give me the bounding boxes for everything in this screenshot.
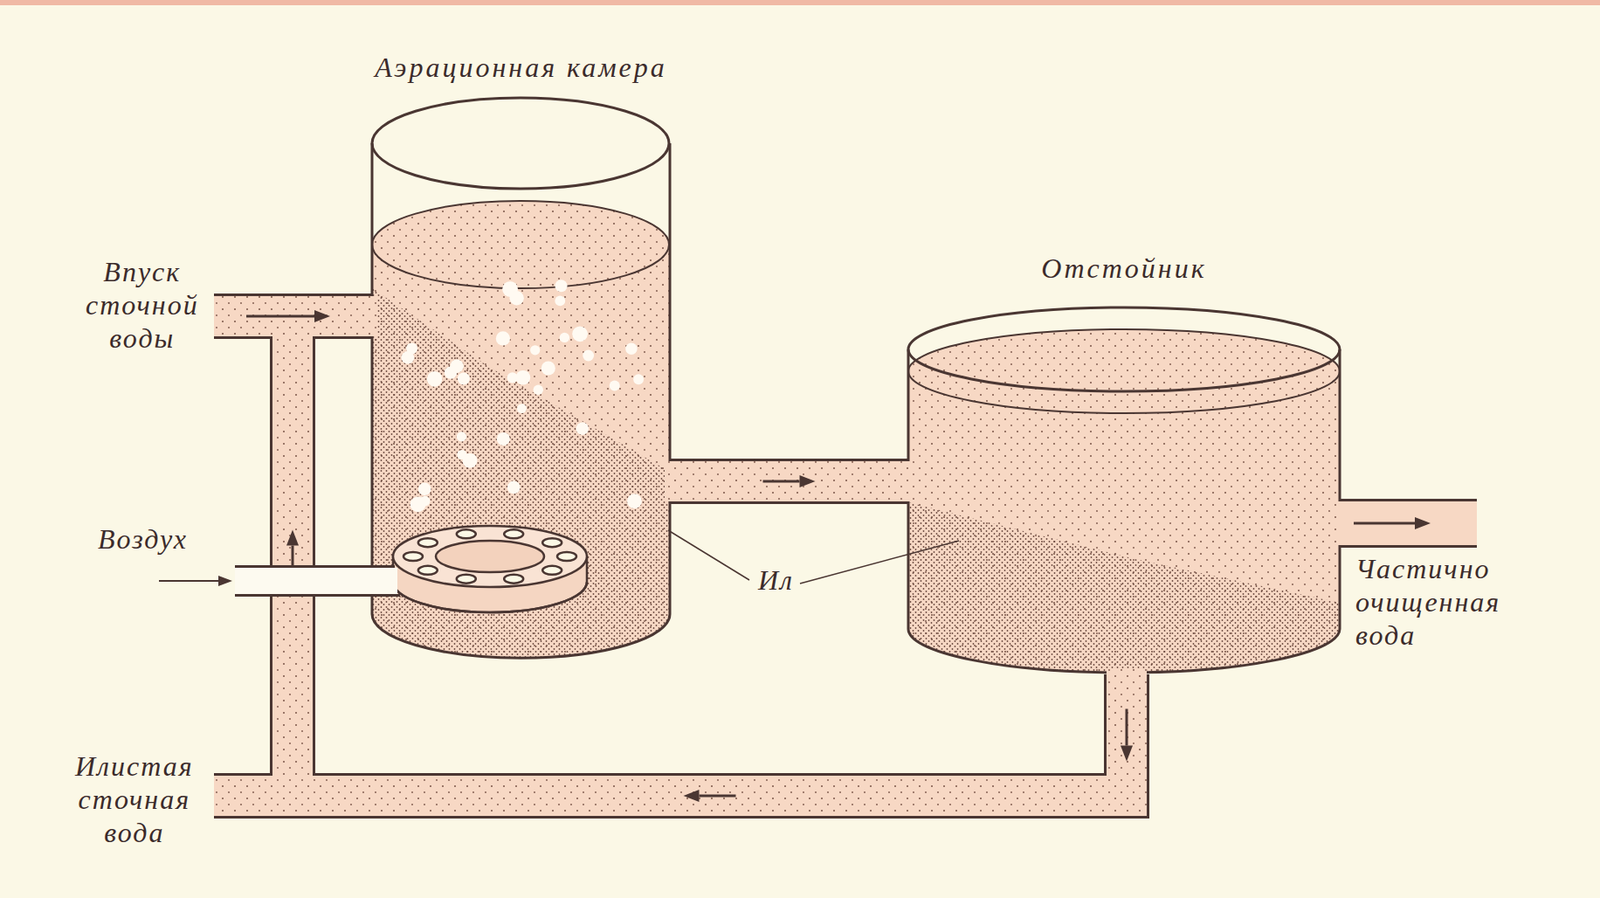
air-bubble bbox=[401, 351, 415, 365]
tank-wall bbox=[1338, 349, 1342, 629]
air-bubble bbox=[633, 373, 644, 385]
air-bubble bbox=[509, 290, 524, 305]
air-bubble bbox=[420, 496, 431, 507]
inlet-pipe bbox=[213, 295, 376, 338]
tank-rim bbox=[908, 307, 1340, 392]
air-bubble bbox=[572, 326, 588, 343]
aeration-tank bbox=[372, 97, 670, 682]
arrow-head bbox=[1120, 745, 1133, 762]
sludge-outlet-pipe bbox=[213, 774, 297, 818]
part-label: Частично очищенная вода bbox=[1355, 551, 1501, 652]
air-bubble bbox=[559, 332, 570, 343]
diffuser bbox=[393, 525, 587, 613]
air-bubble bbox=[427, 371, 443, 387]
air-bubbles bbox=[401, 279, 644, 512]
air-bubble bbox=[554, 296, 566, 307]
tank-heading: Аэрационная камера bbox=[374, 50, 668, 84]
air-bubble bbox=[517, 403, 527, 414]
air-bubble bbox=[507, 372, 518, 383]
part-label: Ил bbox=[758, 563, 794, 597]
sludge bbox=[372, 288, 670, 682]
flow-arrow bbox=[763, 480, 800, 483]
diffuser-hole bbox=[456, 574, 476, 584]
air-bubble bbox=[533, 385, 544, 395]
tank: Аэрационная камера bbox=[372, 97, 670, 660]
pipe-content bbox=[664, 461, 914, 502]
tank: Отстойник bbox=[908, 307, 1340, 675]
diffuser-hole bbox=[557, 551, 577, 561]
air-bubble bbox=[507, 481, 521, 495]
air-bubble bbox=[418, 482, 432, 497]
diffuser-hole bbox=[503, 529, 524, 538]
part-label: Воздух bbox=[97, 522, 188, 556]
tank-bottom bbox=[908, 628, 1340, 673]
air-bubble bbox=[555, 279, 568, 292]
air-bubble bbox=[582, 350, 594, 362]
diffuser-hole bbox=[542, 537, 562, 547]
flow-arrow bbox=[699, 794, 737, 798]
air-bubble bbox=[496, 331, 511, 345]
arrow-head bbox=[800, 475, 816, 488]
tank-heading: Отстойник bbox=[1041, 251, 1207, 285]
tank-bottom bbox=[372, 613, 670, 658]
arrow-head bbox=[286, 530, 299, 546]
diffuser-hole bbox=[418, 565, 438, 575]
air-bubble bbox=[541, 360, 556, 375]
tank-wall bbox=[371, 143, 374, 614]
top-bar bbox=[0, 0, 1600, 6]
tank-wall bbox=[668, 143, 672, 614]
air-bubble bbox=[576, 421, 589, 435]
air-pipe bbox=[158, 566, 400, 596]
diffuser-hole bbox=[403, 551, 423, 561]
liquid-surface bbox=[908, 329, 1340, 414]
diffuser-hole bbox=[418, 537, 438, 547]
outlet-pipe bbox=[1337, 500, 1477, 547]
air-bubble bbox=[627, 493, 642, 509]
air-bubble bbox=[516, 370, 532, 386]
air-bubble bbox=[530, 344, 540, 355]
arrow-head bbox=[683, 789, 700, 802]
part-label: Илистая сточная вода bbox=[75, 749, 194, 849]
pipe bbox=[286, 316, 1133, 802]
air-bubble bbox=[462, 453, 478, 469]
air-bubble bbox=[609, 380, 621, 392]
diffuser-hole bbox=[456, 529, 476, 538]
air-bubble bbox=[449, 358, 463, 373]
tank-rim bbox=[372, 97, 669, 189]
air-bubble bbox=[496, 432, 511, 446]
settling-tank bbox=[908, 307, 1340, 699]
pipe-content bbox=[292, 316, 1127, 796]
air-bubble bbox=[456, 431, 467, 442]
leader-lines bbox=[668, 530, 959, 584]
diffuser-hole bbox=[542, 565, 562, 575]
pipe-wall bbox=[292, 316, 1127, 796]
flow-arrow bbox=[1125, 709, 1129, 746]
part-label: Впуск сточной воды bbox=[85, 255, 200, 355]
pipe bbox=[664, 475, 914, 488]
liquid-surface bbox=[372, 200, 669, 289]
air-bubble bbox=[625, 342, 638, 355]
diffuser-hole bbox=[503, 574, 524, 584]
air-bubble bbox=[457, 372, 470, 386]
